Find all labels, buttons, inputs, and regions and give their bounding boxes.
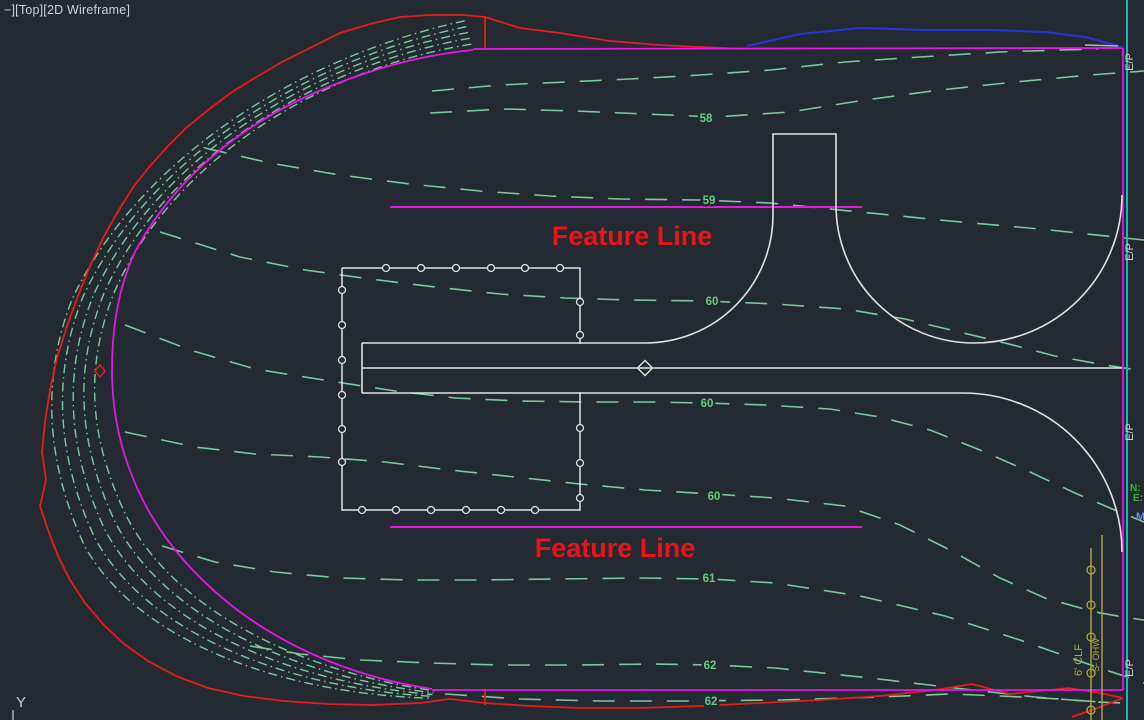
ep-label: E/P	[1124, 423, 1136, 441]
slope-band-row-1[interactable]	[93, 43, 472, 692]
pad-vertex[interactable]	[337, 424, 347, 434]
contour-59[interactable]	[204, 147, 1144, 241]
feature-line-label-lower: Feature Line	[535, 533, 696, 563]
pad-vertex[interactable]	[530, 505, 540, 515]
slope-band-row-3[interactable]	[72, 31, 469, 696]
contour-label-61: 61	[703, 573, 716, 585]
easting-label: E:	[1133, 493, 1143, 504]
pad-vertex[interactable]	[575, 423, 585, 433]
contour-label-62: 62	[704, 660, 717, 672]
viewport-controls-label[interactable]: −][Top][2D Wireframe]	[4, 3, 131, 17]
fence-label: 6' CLF	[1073, 644, 1085, 676]
pad-vertex[interactable]	[555, 263, 565, 273]
pad-vertex[interactable]	[337, 390, 347, 400]
pad-vertex[interactable]	[337, 457, 347, 467]
contour-57[interactable]	[431, 48, 1099, 92]
pad-vertex[interactable]	[357, 505, 367, 515]
pad-vertex[interactable]	[461, 505, 471, 515]
contour-62-upper[interactable]	[249, 645, 1124, 704]
pad-vertex[interactable]	[337, 285, 347, 295]
pad-vertex[interactable]	[496, 505, 506, 515]
pad-vertex[interactable]	[381, 263, 391, 273]
feature-line-top-boundary[interactable]	[472, 47, 1124, 50]
contour-label-62: 62	[705, 696, 718, 708]
slope-band-row-2[interactable]	[83, 37, 470, 694]
pad-vertex[interactable]	[337, 320, 347, 330]
fence-post[interactable]	[1086, 705, 1096, 715]
pad-vertex[interactable]	[486, 263, 496, 273]
pad-vertex[interactable]	[391, 505, 401, 515]
road-bottom-edge[interactable]	[362, 392, 1123, 553]
station-diamond-marker[interactable]	[636, 359, 654, 377]
pad-vertex[interactable]	[575, 493, 585, 503]
marker-label: M	[1136, 511, 1144, 523]
gray-corner-segment[interactable]	[1084, 44, 1119, 47]
ep-label: E/P	[1124, 659, 1136, 677]
fence-post[interactable]	[1086, 668, 1096, 678]
fence-post[interactable]	[1086, 565, 1096, 575]
pad-vertex[interactable]	[575, 330, 585, 340]
boundary-red-outline[interactable]	[39, 14, 1124, 709]
contour-62-lower[interactable]	[444, 693, 1101, 703]
ep-label: E/P	[1124, 53, 1136, 71]
red-diamond-marker[interactable]	[94, 363, 106, 379]
contour-label-59: 59	[703, 195, 716, 207]
feature-line-label-upper: Feature Line	[552, 221, 713, 251]
fence-post[interactable]	[1086, 600, 1096, 610]
contour-60-upper[interactable]	[159, 231, 1144, 372]
contour-label-60: 60	[706, 296, 719, 308]
pad-vertex[interactable]	[451, 263, 461, 273]
slope-band-row-4[interactable]	[61, 26, 467, 697]
utility-blue-line[interactable]	[746, 26, 1123, 48]
slope-band-row-5[interactable]	[51, 20, 465, 699]
contour-60-middle[interactable]	[124, 324, 1144, 523]
pad-vertex[interactable]	[520, 263, 530, 273]
contour-label-60: 60	[701, 398, 714, 410]
northing-label: N:	[1130, 483, 1141, 494]
pad-vertex[interactable]	[426, 505, 436, 515]
pad-vertex[interactable]	[575, 458, 585, 468]
contour-label-60: 60	[708, 491, 721, 503]
pad-vertex[interactable]	[416, 263, 426, 273]
fence-post[interactable]	[1086, 632, 1096, 642]
pad-vertex[interactable]	[337, 355, 347, 365]
boundary-red-corner-segment[interactable]	[1071, 697, 1124, 718]
road-top-edge[interactable]	[362, 133, 1123, 344]
contour-label-58: 58	[700, 113, 713, 125]
contour-60-lower[interactable]	[124, 431, 1144, 621]
contour-61[interactable]	[161, 545, 1144, 684]
ep-label: E/P	[1124, 243, 1136, 261]
ucs-y-axis-label: Y	[16, 694, 26, 711]
contour-58[interactable]	[429, 70, 1144, 118]
overhead-wire-label: S- OHW	[1091, 638, 1101, 672]
feature-line-grading-limit[interactable]	[111, 49, 474, 690]
pad-vertex[interactable]	[575, 297, 585, 307]
